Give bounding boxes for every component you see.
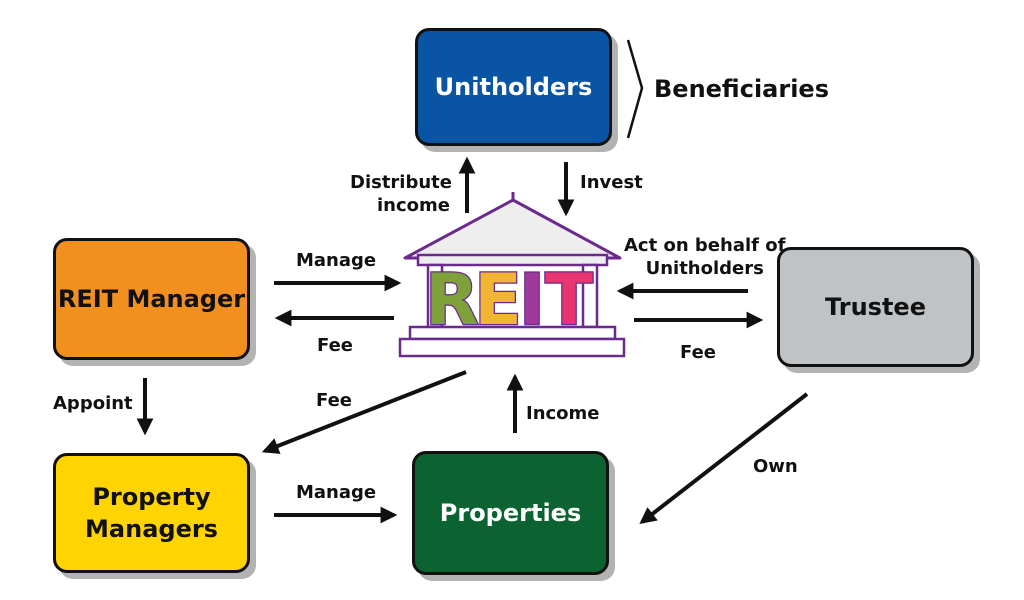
reit-manager-label: REIT Manager: [57, 284, 246, 313]
act-on-behalf-label: Act on behalf of Unitholders: [624, 235, 785, 280]
distribute-income-label: Distribute income: [350, 172, 452, 217]
property-managers-box: Property Managers: [53, 453, 250, 573]
act-on-behalf-line1: Act on behalf of: [624, 235, 786, 256]
reit-letter-i: I: [519, 259, 545, 341]
fee-label-diagonal: Fee: [316, 390, 352, 411]
properties-label: Properties: [439, 498, 582, 527]
manage-label-top: Manage: [296, 250, 377, 271]
fee-arrow-diagonal: [261, 370, 467, 454]
beneficiaries-label: Beneficiaries: [654, 75, 829, 103]
distribute-income-line2: income: [377, 194, 450, 216]
own-label: Own: [753, 456, 798, 477]
property-managers-label-line2: Managers: [85, 515, 218, 543]
reit-letter-t: T: [545, 259, 593, 341]
reit-letter-r: R: [425, 259, 479, 341]
manage-label-bottom: Manage: [296, 482, 377, 503]
reit-manager-box: REIT Manager: [53, 238, 250, 360]
fee-label-right: Fee: [680, 342, 716, 363]
fee-label-left: Fee: [317, 335, 353, 356]
trustee-label: Trustee: [825, 292, 926, 321]
property-managers-label-line1: Property: [92, 482, 211, 511]
beneficiaries-brace: [626, 39, 644, 139]
trustee-box: Trustee: [777, 247, 974, 367]
invest-label: Invest: [580, 172, 643, 193]
own-arrow: [639, 392, 809, 525]
appoint-label: Appoint: [53, 393, 133, 414]
reit-letter-e: E: [474, 259, 522, 341]
income-label: Income: [526, 403, 600, 424]
properties-box: Properties: [412, 451, 609, 575]
act-on-behalf-line2: Unitholders: [645, 257, 764, 279]
distribute-income-line1: Distribute: [350, 172, 452, 193]
unitholders-label: Unitholders: [434, 72, 593, 101]
unitholders-box: Unitholders: [415, 28, 612, 146]
reit-building-icon: R E I T: [398, 192, 626, 358]
